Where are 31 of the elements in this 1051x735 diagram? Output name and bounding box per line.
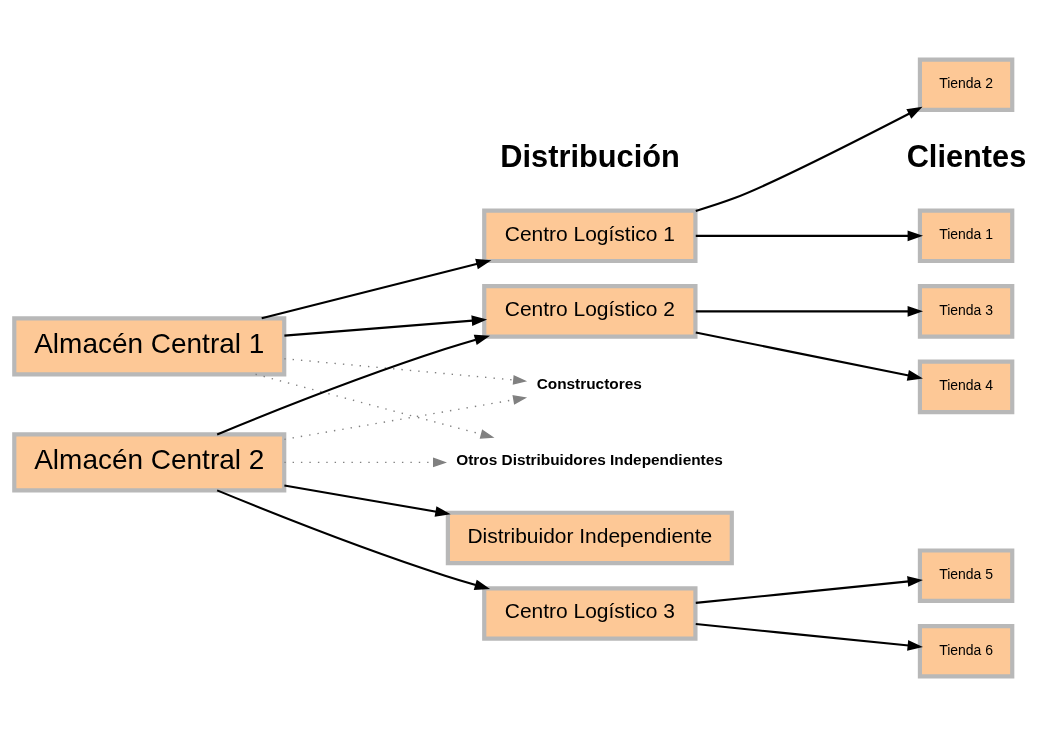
arrow <box>283 394 528 440</box>
arrow <box>216 488 491 590</box>
node-box: Almacén Central 1 <box>12 315 287 376</box>
arrow <box>284 314 488 337</box>
arrow <box>695 622 923 651</box>
arrow <box>283 357 528 385</box>
node-text: Constructores <box>536 374 642 392</box>
node-box: Centro Logístico 2 <box>482 283 698 339</box>
arrow <box>695 106 923 212</box>
node-box: Distribuidor Independiente <box>445 510 734 565</box>
arrow <box>695 575 923 604</box>
node-box: Tienda 6 <box>917 623 1015 678</box>
label: Clientes <box>906 138 1027 174</box>
node-box: Tienda 2 <box>917 57 1015 112</box>
arrow <box>261 258 492 319</box>
node-box: Almacén Central 2 <box>12 431 287 492</box>
node-box: Centro Logístico 3 <box>482 585 698 641</box>
node-box: Tienda 5 <box>917 547 1015 603</box>
node-box: Tienda 1 <box>917 208 1015 263</box>
node-box: Tienda 4 <box>917 359 1015 414</box>
label: Distribución <box>500 138 680 174</box>
node-text: Otros Distribuidores Independientes <box>456 450 723 468</box>
arrow <box>695 229 923 241</box>
arrow <box>283 457 447 467</box>
arrow <box>284 483 451 517</box>
arrow <box>695 305 923 317</box>
node-box: Tienda 3 <box>917 283 1015 339</box>
arrow <box>216 334 491 435</box>
arrow <box>695 330 923 381</box>
arrow <box>254 373 495 439</box>
node-box: Centro Logístico 1 <box>482 208 698 263</box>
